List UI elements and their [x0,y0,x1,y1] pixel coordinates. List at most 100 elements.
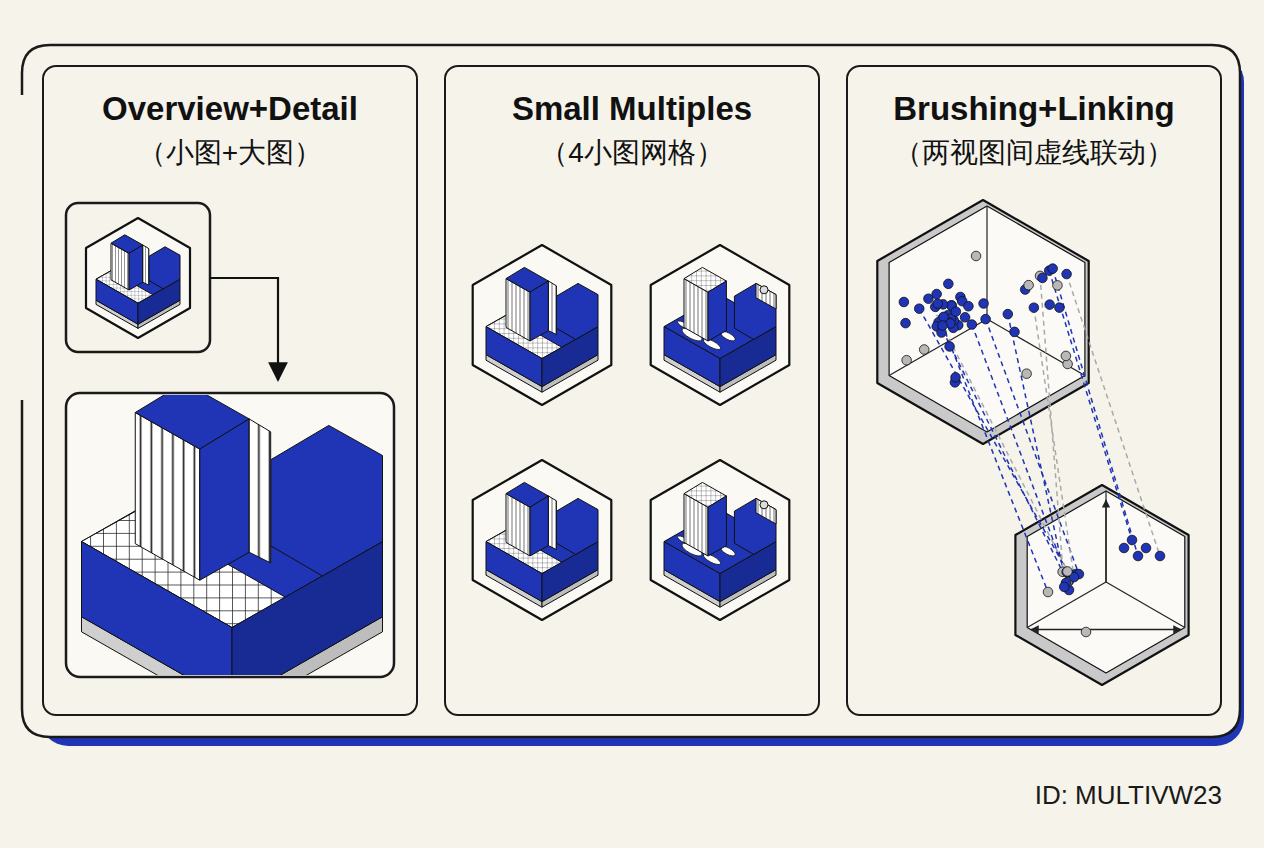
scatter-point [914,304,924,314]
panel-box: Small Multiples（4小图网格） [444,65,820,716]
terrain-plateau [556,283,598,339]
brush-link [935,307,1048,592]
terrain-plateau [149,247,180,289]
hex-frame [651,460,790,620]
scatter-cube [889,206,1085,432]
terrain [664,482,776,607]
terrain-plateau [734,283,776,339]
terrain-sphere [760,501,768,509]
brush-link [972,325,1069,582]
scatter-point [1081,627,1091,637]
cube-edge [1106,582,1185,628]
scatter-point [1010,327,1020,337]
brush-link [1040,276,1064,587]
scatter-point [1029,303,1039,313]
axis [1031,629,1181,630]
panel-title: Overview+Detail [44,89,416,129]
terrain [96,235,180,329]
scatter-point [1043,587,1053,597]
scatter-point [1119,543,1129,553]
scatter-point [1055,303,1065,313]
hex-frame [86,218,190,338]
cube-edge [987,319,1085,376]
terrain-ridge [530,281,548,341]
scatter-point [901,318,911,328]
scatter-point [899,297,909,307]
scatter-point [1022,369,1032,379]
terrain-plateau [734,498,776,554]
terrain-slope [249,419,271,563]
container-outline [22,45,1240,737]
hex-frame [473,245,612,405]
scatter-point [951,373,961,383]
scatter-point [960,313,970,323]
brush-link [1067,274,1160,556]
terrain-sphere [760,286,768,294]
scatter-point [1059,582,1069,592]
brush-link [1008,314,1066,583]
scatter-point [951,307,961,317]
terrain-plateau [556,498,598,554]
scatter-point [1053,281,1063,291]
scatter-point [919,345,929,355]
scatter-point [1063,567,1073,577]
terrain-slope [548,281,556,335]
scatter-point [933,299,943,309]
terrain [486,267,598,392]
terrain-plateau [756,283,776,309]
scatter-point [1024,280,1034,290]
terrain-ridge [129,245,143,290]
scatter-cube [1027,491,1185,673]
cube-edge [1105,491,1106,582]
brush-link [1049,271,1132,540]
scatter-point [938,321,948,331]
scatter-point [944,279,954,289]
terrain-ridge [708,281,726,341]
detail-frame [66,393,394,677]
scatter-point [1045,300,1055,310]
terrain-ridge [530,496,548,556]
scatter-point [1062,269,1072,279]
scatter-point [1155,551,1165,561]
scatter-point [1127,535,1137,545]
container-ground [22,45,1240,737]
terrain-plateau [756,498,776,524]
scatter-point [1141,543,1151,553]
panel-box: Overview+Detail （小图+大图） [42,65,418,716]
scatter-point [981,314,991,324]
overview-frame [66,203,210,352]
terrain-detail [81,395,382,675]
cube-edge [889,319,987,376]
scatter-cube-rim [1015,485,1188,685]
panel-title: Small Multiples [446,89,818,129]
scatter-point [1062,567,1072,577]
hex-frame [651,245,790,405]
terrain-plateau [271,425,383,576]
hex-frame [473,460,612,620]
scatter-point [902,355,912,365]
scatter-point [964,301,974,311]
terrain [664,267,776,392]
terrain-slope [548,496,556,550]
scatter-point [932,289,942,299]
cube-edge [1027,582,1106,628]
scatter-cube-rim [877,200,1088,444]
brush-link [1034,308,1074,577]
brush-link [986,319,1079,574]
panel-title: Brushing+Linking [848,89,1220,129]
zoom-arrow [210,278,278,380]
terrain-ridge [708,496,726,556]
scatter-point [971,251,981,261]
brush-link [939,322,1063,571]
brush-link [1053,269,1138,556]
scatter-point [1048,264,1058,274]
panel-subtitle: （两视图间虚线联动） [848,135,1220,171]
axis [1105,500,1106,582]
panel-box: Brushing+Linking （两视图间虚线联动） [846,65,1222,716]
id-label: ID: MULTIVW23 [1035,780,1222,811]
scatter-point [945,342,955,352]
panel-subtitle: （小图+大图） [44,135,416,171]
scatter-point [1061,351,1071,361]
